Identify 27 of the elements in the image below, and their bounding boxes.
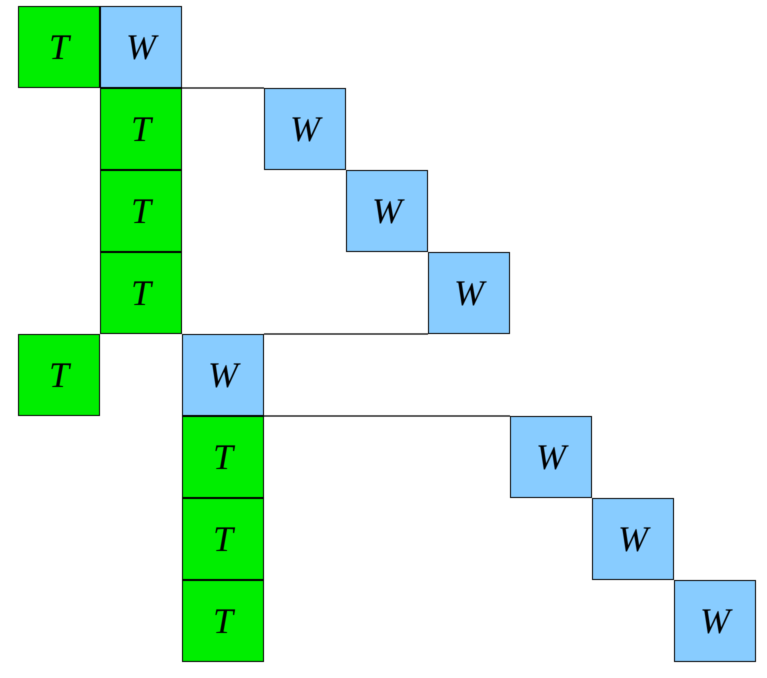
cell-square — [592, 498, 674, 580]
cell-square — [182, 416, 264, 498]
cell-square — [264, 88, 346, 170]
cell-letter: T — [48, 354, 70, 396]
cell-letter: T — [212, 518, 234, 560]
cell-square — [100, 88, 182, 170]
cell-square — [100, 6, 182, 88]
cell-square — [18, 334, 100, 416]
cell-square — [100, 170, 182, 252]
cell-square — [182, 498, 264, 580]
connector-line — [264, 415, 510, 417]
cell-letter: T — [130, 108, 152, 150]
cell-letter: T — [212, 600, 234, 642]
cell-square — [674, 580, 756, 662]
cell-letter: T — [212, 436, 234, 478]
cell-square — [100, 252, 182, 334]
cell-square — [182, 580, 264, 662]
cell-letter: T — [130, 190, 152, 232]
cell-square — [428, 252, 510, 334]
cell-square — [510, 416, 592, 498]
cell-square — [346, 170, 428, 252]
connector-line — [182, 87, 264, 89]
connector-line — [264, 333, 428, 335]
cell-letter: T — [48, 26, 70, 68]
cell-square — [18, 6, 100, 88]
cell-letter: T — [130, 272, 152, 314]
cell-square — [182, 334, 264, 416]
